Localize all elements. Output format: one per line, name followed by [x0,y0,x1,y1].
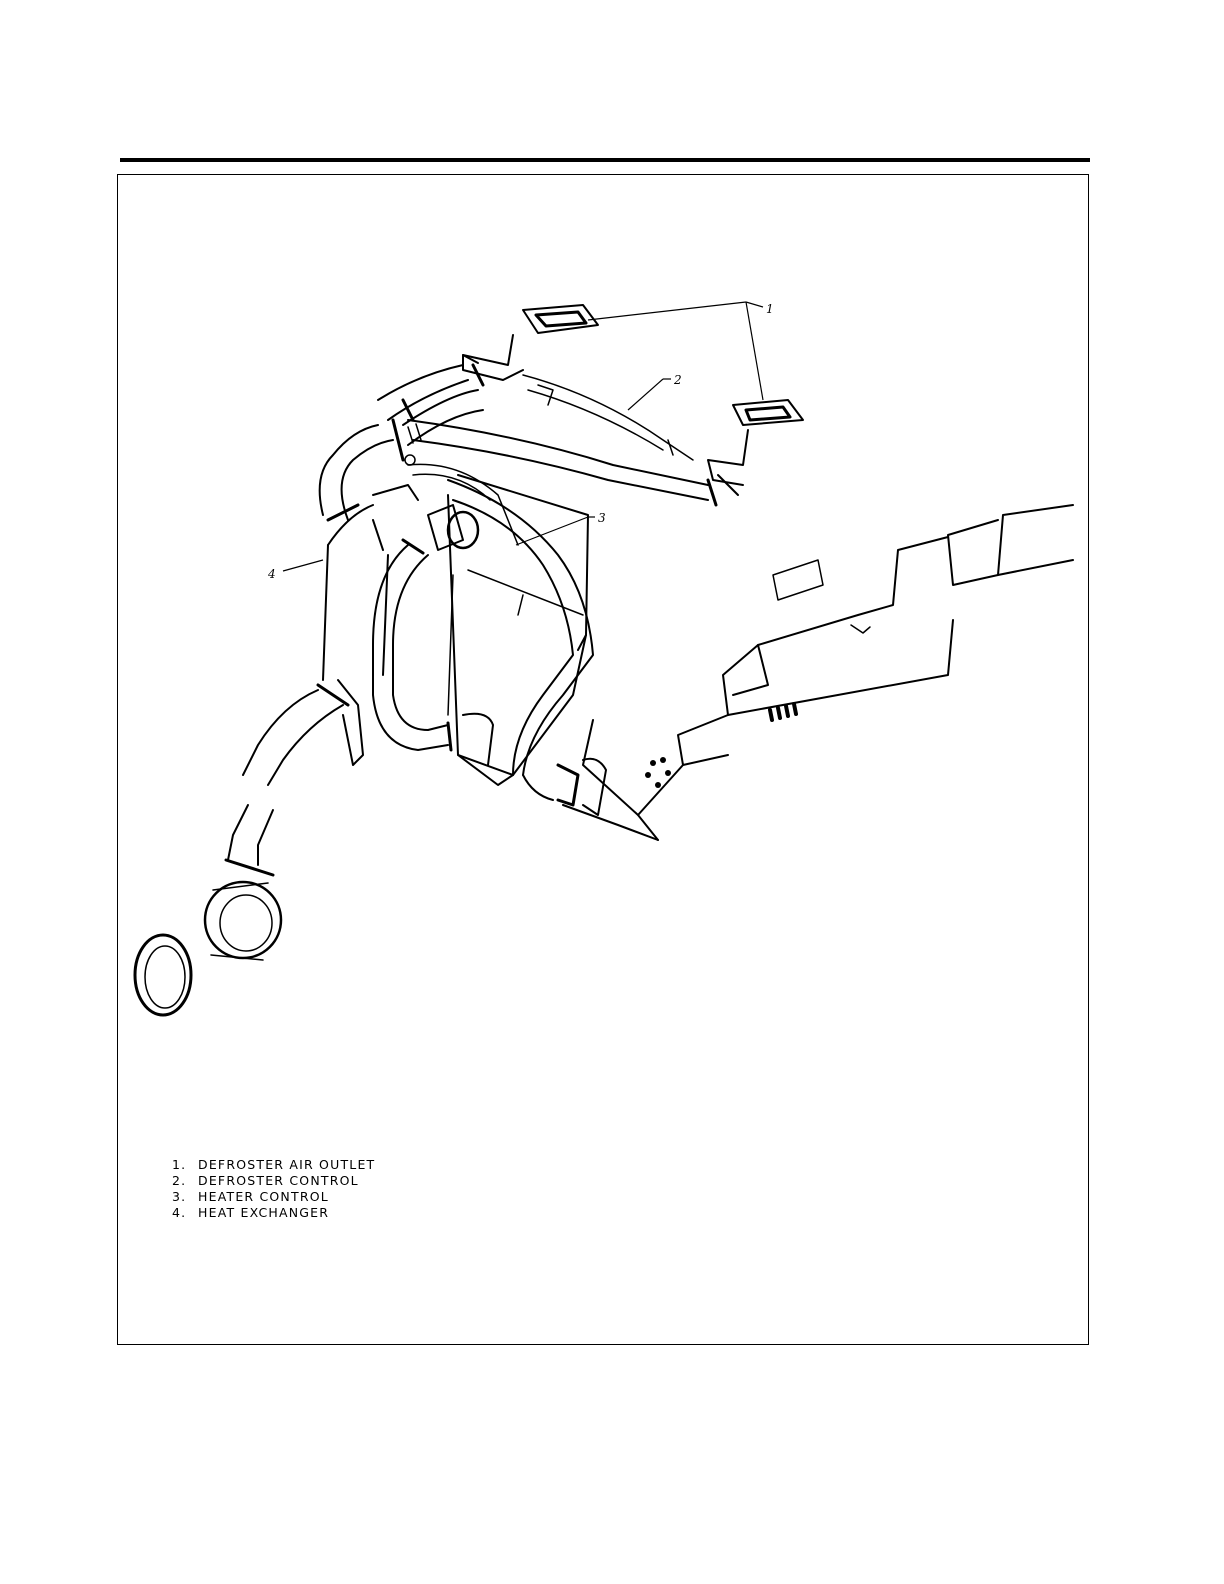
callout-2: 2 [673,373,682,387]
figure-frame: 1 2 3 4 1.DEFROSTER AIR OUTLET 2.DEFROST… [117,174,1089,1345]
callout-leader-1c [746,302,763,307]
trim-ring [135,935,191,1015]
legend-number: 4. [172,1205,198,1221]
legend-number: 3. [172,1189,198,1205]
upper-hose [320,390,483,520]
legend-number: 1. [172,1157,198,1173]
defroster-air-outlet-left [463,305,598,380]
tunnel-structure [563,505,1073,840]
legend-label: HEAT EXCHANGER [198,1205,329,1220]
callout-leader-4 [283,560,323,571]
callout-leader-1a [588,302,746,320]
legend-label: HEATER CONTROL [198,1189,329,1204]
legend-item: 3.HEATER CONTROL [172,1189,375,1205]
legend: 1.DEFROSTER AIR OUTLET 2.DEFROSTER CONTR… [172,1157,375,1221]
heat-exchanger [323,485,418,765]
legend-number: 2. [172,1173,198,1189]
callout-leader-1b [746,302,763,400]
inlet-duct [226,685,348,875]
legend-label: DEFROSTER CONTROL [198,1173,359,1188]
callout-1: 1 [766,302,774,316]
defroster-air-outlet-right [708,400,803,495]
legend-item: 1.DEFROSTER AIR OUTLET [172,1157,375,1173]
center-loop-hose [373,505,493,765]
right-defroster-hose [408,420,716,505]
callout-leader-3 [516,517,588,545]
callout-3: 3 [598,511,606,525]
callout-leader-2 [628,379,663,410]
callout-4: 4 [267,567,276,581]
top-rule [120,158,1090,162]
legend-item: 2.DEFROSTER CONTROL [172,1173,375,1189]
duct-flange [205,882,281,960]
heater-box [448,475,588,785]
legend-item: 4.HEAT EXCHANGER [172,1205,375,1221]
legend-label: DEFROSTER AIR OUTLET [198,1157,375,1172]
